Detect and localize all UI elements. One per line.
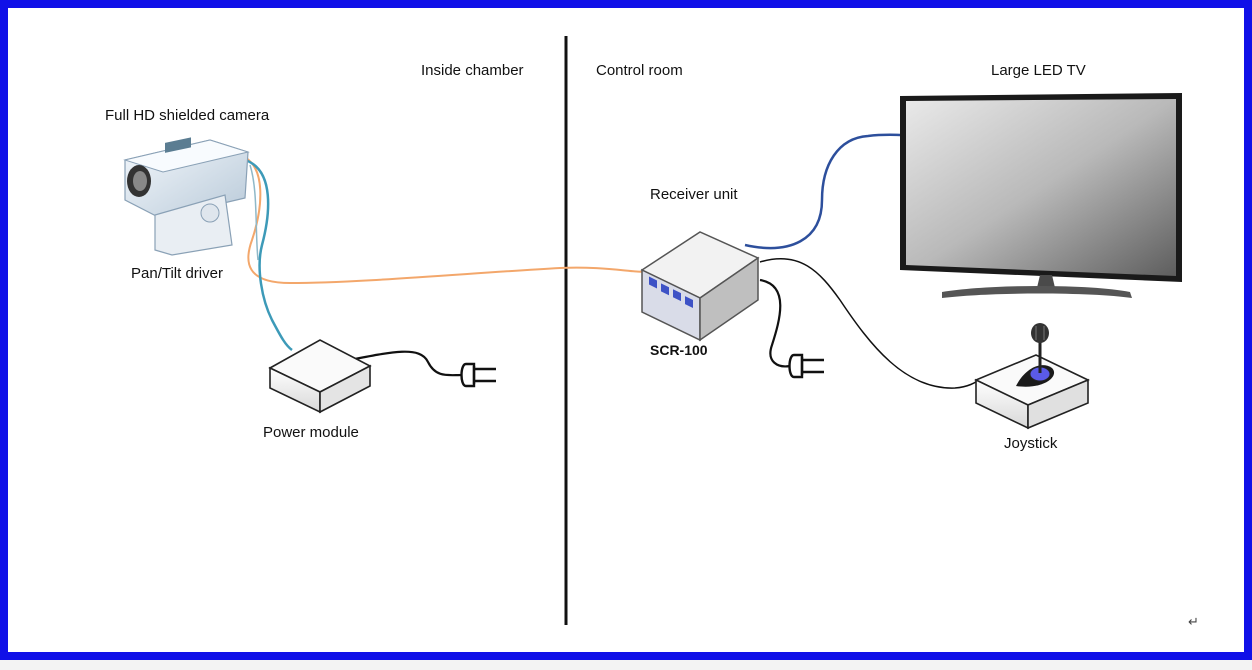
label-control-room: Control room — [596, 62, 683, 79]
teal-cable — [244, 158, 293, 352]
label-camera: Full HD shielded camera — [105, 107, 270, 124]
label-model-scr100: SCR-100 — [650, 342, 708, 358]
label-pan-tilt-driver: Pan/Tilt driver — [131, 265, 223, 282]
orange-cable — [239, 154, 646, 285]
label-receiver-unit: Receiver unit — [650, 186, 738, 203]
return-mark-icon: ↵ — [1188, 614, 1199, 629]
black-cable-joystick — [759, 257, 983, 389]
power-plug-icon — [460, 362, 496, 388]
joystick — [974, 323, 1090, 430]
blue-cable — [744, 133, 903, 250]
label-joystick: Joystick — [1004, 435, 1058, 452]
label-power-module: Power module — [263, 424, 359, 441]
receiver-plug-icon — [788, 353, 824, 379]
teal-cable-2 — [249, 164, 259, 261]
power-module — [268, 339, 372, 414]
led-tv — [900, 93, 1182, 298]
receiver-unit — [640, 231, 760, 342]
black-cable-receiver-plug — [759, 278, 791, 368]
label-large-led-tv: Large LED TV — [991, 62, 1086, 79]
label-inside-chamber: Inside chamber — [421, 62, 524, 79]
hd-camera — [123, 137, 250, 256]
black-cable-power-plug — [339, 350, 463, 377]
